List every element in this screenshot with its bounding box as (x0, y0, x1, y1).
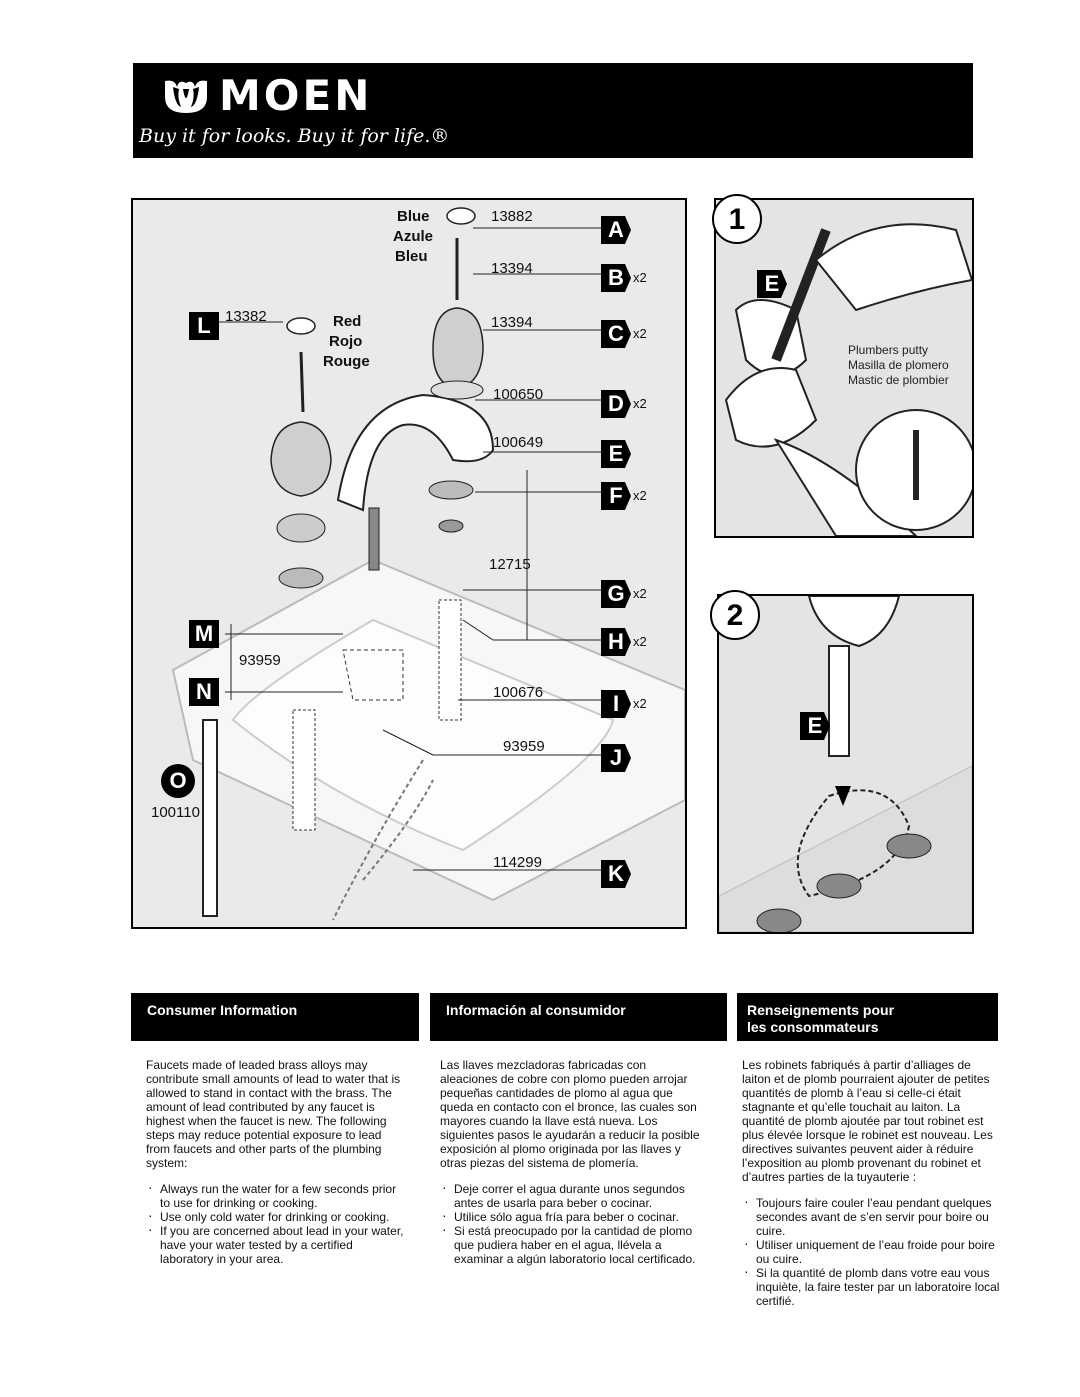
consumer-info-en-bar: Consumer Information (131, 993, 419, 1041)
blue-label: Blue (397, 208, 430, 225)
part-number-d: 100650 (493, 386, 544, 403)
consumer-info-es-bar: Información al consumidor (430, 993, 727, 1041)
consumer-info-fr-bullet: Toujours faire couler l’eau pendant quel… (742, 1194, 1002, 1238)
consumer-info-en-title: Consumer Information (147, 1002, 298, 1018)
part-letter-i: I (601, 690, 631, 718)
rojo-label: Rojo (329, 333, 363, 350)
part-number-k: 114299 (493, 854, 542, 871)
part-letter-o: O (161, 764, 195, 798)
consumer-info-fr: Les robinets fabriqués à partir d’alliag… (742, 1058, 1002, 1308)
part-letter-g: G (601, 580, 631, 608)
consumer-info-fr-title-1: Renseignements pour (747, 1002, 895, 1018)
part-qty-b: x2 (633, 270, 647, 285)
consumer-info-es-intro: Las llaves mezcladoras fabricadas con al… (440, 1058, 700, 1170)
part-qty-d: x2 (633, 396, 647, 411)
step-2-number: 2 (710, 590, 760, 640)
part-letter-l: L (189, 312, 219, 340)
brand-name: MOEN (219, 71, 373, 120)
part-letter-e: E (601, 440, 631, 468)
consumer-info-fr-bullet: Utiliser uniquement de l’eau froide pour… (742, 1236, 1002, 1266)
part-number-g: 12715 (489, 556, 531, 573)
part-letter-b: B (601, 264, 631, 292)
rouge-label: Rouge (323, 353, 370, 370)
brand-banner: MOEN Buy it for looks. Buy it for life.® (133, 63, 973, 158)
consumer-info-fr-bullet: Si la quantité de plomb dans votre eau v… (742, 1264, 1002, 1308)
parts-diagram: Blue Azule Bleu Red Rojo Rouge 13882 A 1… (131, 198, 687, 929)
moen-logo-icon (165, 80, 207, 113)
consumer-info-en-intro: Faucets made of leaded brass alloys may … (146, 1058, 401, 1170)
part-number-j: 93959 (503, 738, 545, 755)
consumer-info-es-bullet: Si está preocupado por la cantidad de pl… (440, 1222, 700, 1266)
part-number-e: 100649 (493, 434, 544, 451)
step-1-number: 1 (712, 194, 762, 244)
part-number-a: 13882 (491, 208, 533, 225)
part-qty-g: x2 (633, 586, 647, 601)
step-1-callout-e: E (757, 270, 787, 298)
part-letter-d: D (601, 390, 631, 418)
step-2-illustration (719, 596, 972, 932)
part-letter-c: C (601, 320, 631, 348)
putty-label-en: Plumbers putty (848, 343, 929, 357)
part-number-i: 100676 (493, 684, 544, 701)
consumer-info-en-bullet: Use only cold water for drinking or cook… (146, 1208, 408, 1224)
consumer-info-es-bullet: Utilice sólo agua fría para beber o coci… (440, 1208, 700, 1224)
part-letter-a: A (601, 216, 631, 244)
part-qty-c: x2 (633, 326, 647, 341)
part-letter-k: K (601, 860, 631, 888)
consumer-info-es-list: Deje correr el agua durante unos segundo… (440, 1180, 700, 1266)
consumer-info-fr-bar: Renseignements pour les consommateurs (737, 993, 998, 1041)
consumer-info-en-list: Always run the water for a few seconds p… (146, 1180, 408, 1266)
consumer-info-fr-title-2: les consommateurs (747, 1019, 879, 1035)
part-number-l: 13382 (225, 308, 267, 325)
consumer-info-es-title: Información al consumidor (446, 1002, 626, 1018)
part-qty-i: x2 (633, 696, 647, 711)
part-letter-f: F (601, 482, 631, 510)
step-2-callout-e: E (800, 712, 830, 740)
step-1-illustration (724, 223, 972, 536)
putty-label-fr: Mastic de plombier (848, 373, 949, 387)
part-qty-h: x2 (633, 634, 647, 649)
part-letter-h: H (601, 628, 631, 656)
part-letter-n: N (189, 678, 219, 706)
consumer-info-en: Faucets made of leaded brass alloys may … (146, 1058, 408, 1266)
part-qty-f: x2 (633, 488, 647, 503)
consumer-info-es: Las llaves mezcladoras fabricadas con al… (440, 1058, 700, 1266)
consumer-info-en-bullet: If you are concerned about lead in your … (146, 1222, 408, 1266)
red-label: Red (333, 313, 362, 330)
azule-label: Azule (393, 228, 434, 245)
bleu-label: Bleu (395, 248, 428, 265)
parts-illustration (171, 207, 685, 921)
consumer-info-es-bullet: Deje correr el agua durante unos segundo… (440, 1180, 700, 1210)
part-number-b: 13394 (491, 260, 533, 277)
part-letter-m: M (189, 620, 219, 648)
part-number-o: 100110 (151, 804, 200, 821)
consumer-info-fr-intro: Les robinets fabriqués à partir d’alliag… (742, 1058, 993, 1184)
consumer-info-en-bullet: Always run the water for a few seconds p… (146, 1180, 408, 1210)
part-letter-j: J (601, 744, 631, 772)
brand-tagline: Buy it for looks. Buy it for life.® (139, 125, 450, 147)
part-number-m: 93959 (239, 652, 281, 669)
putty-label: Plumbers putty Masilla de plomero Mastic… (848, 343, 949, 388)
step-2-panel (717, 594, 974, 934)
step-1-panel (714, 198, 974, 538)
consumer-info-fr-list: Toujours faire couler l’eau pendant quel… (742, 1194, 1002, 1308)
putty-label-es: Masilla de plomero (848, 358, 949, 372)
part-number-c: 13394 (491, 314, 533, 331)
